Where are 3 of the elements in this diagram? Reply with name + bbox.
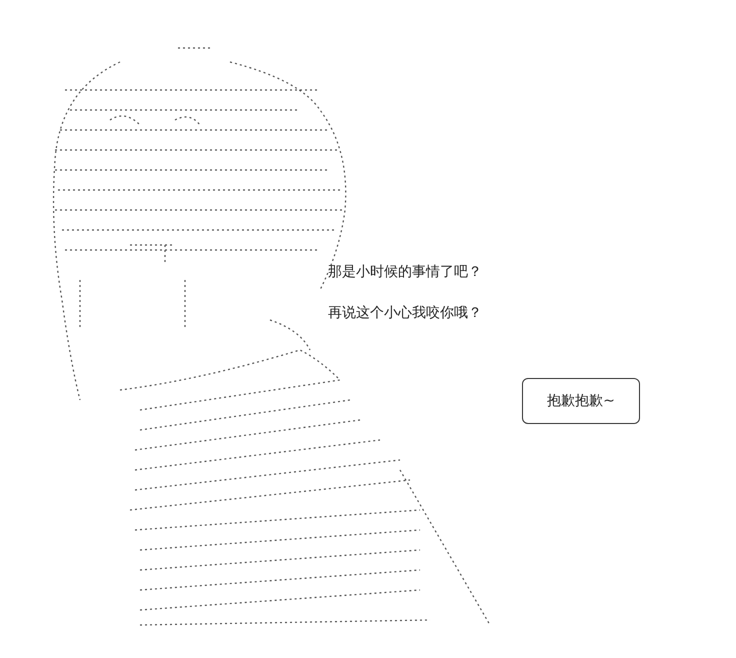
speech-text: 那是小时候的事情了吧？: [328, 263, 482, 281]
speech-bubble: 抱歉抱歉~: [522, 378, 640, 424]
speech-text: 再说这个小心我咬你哦？: [328, 304, 482, 322]
